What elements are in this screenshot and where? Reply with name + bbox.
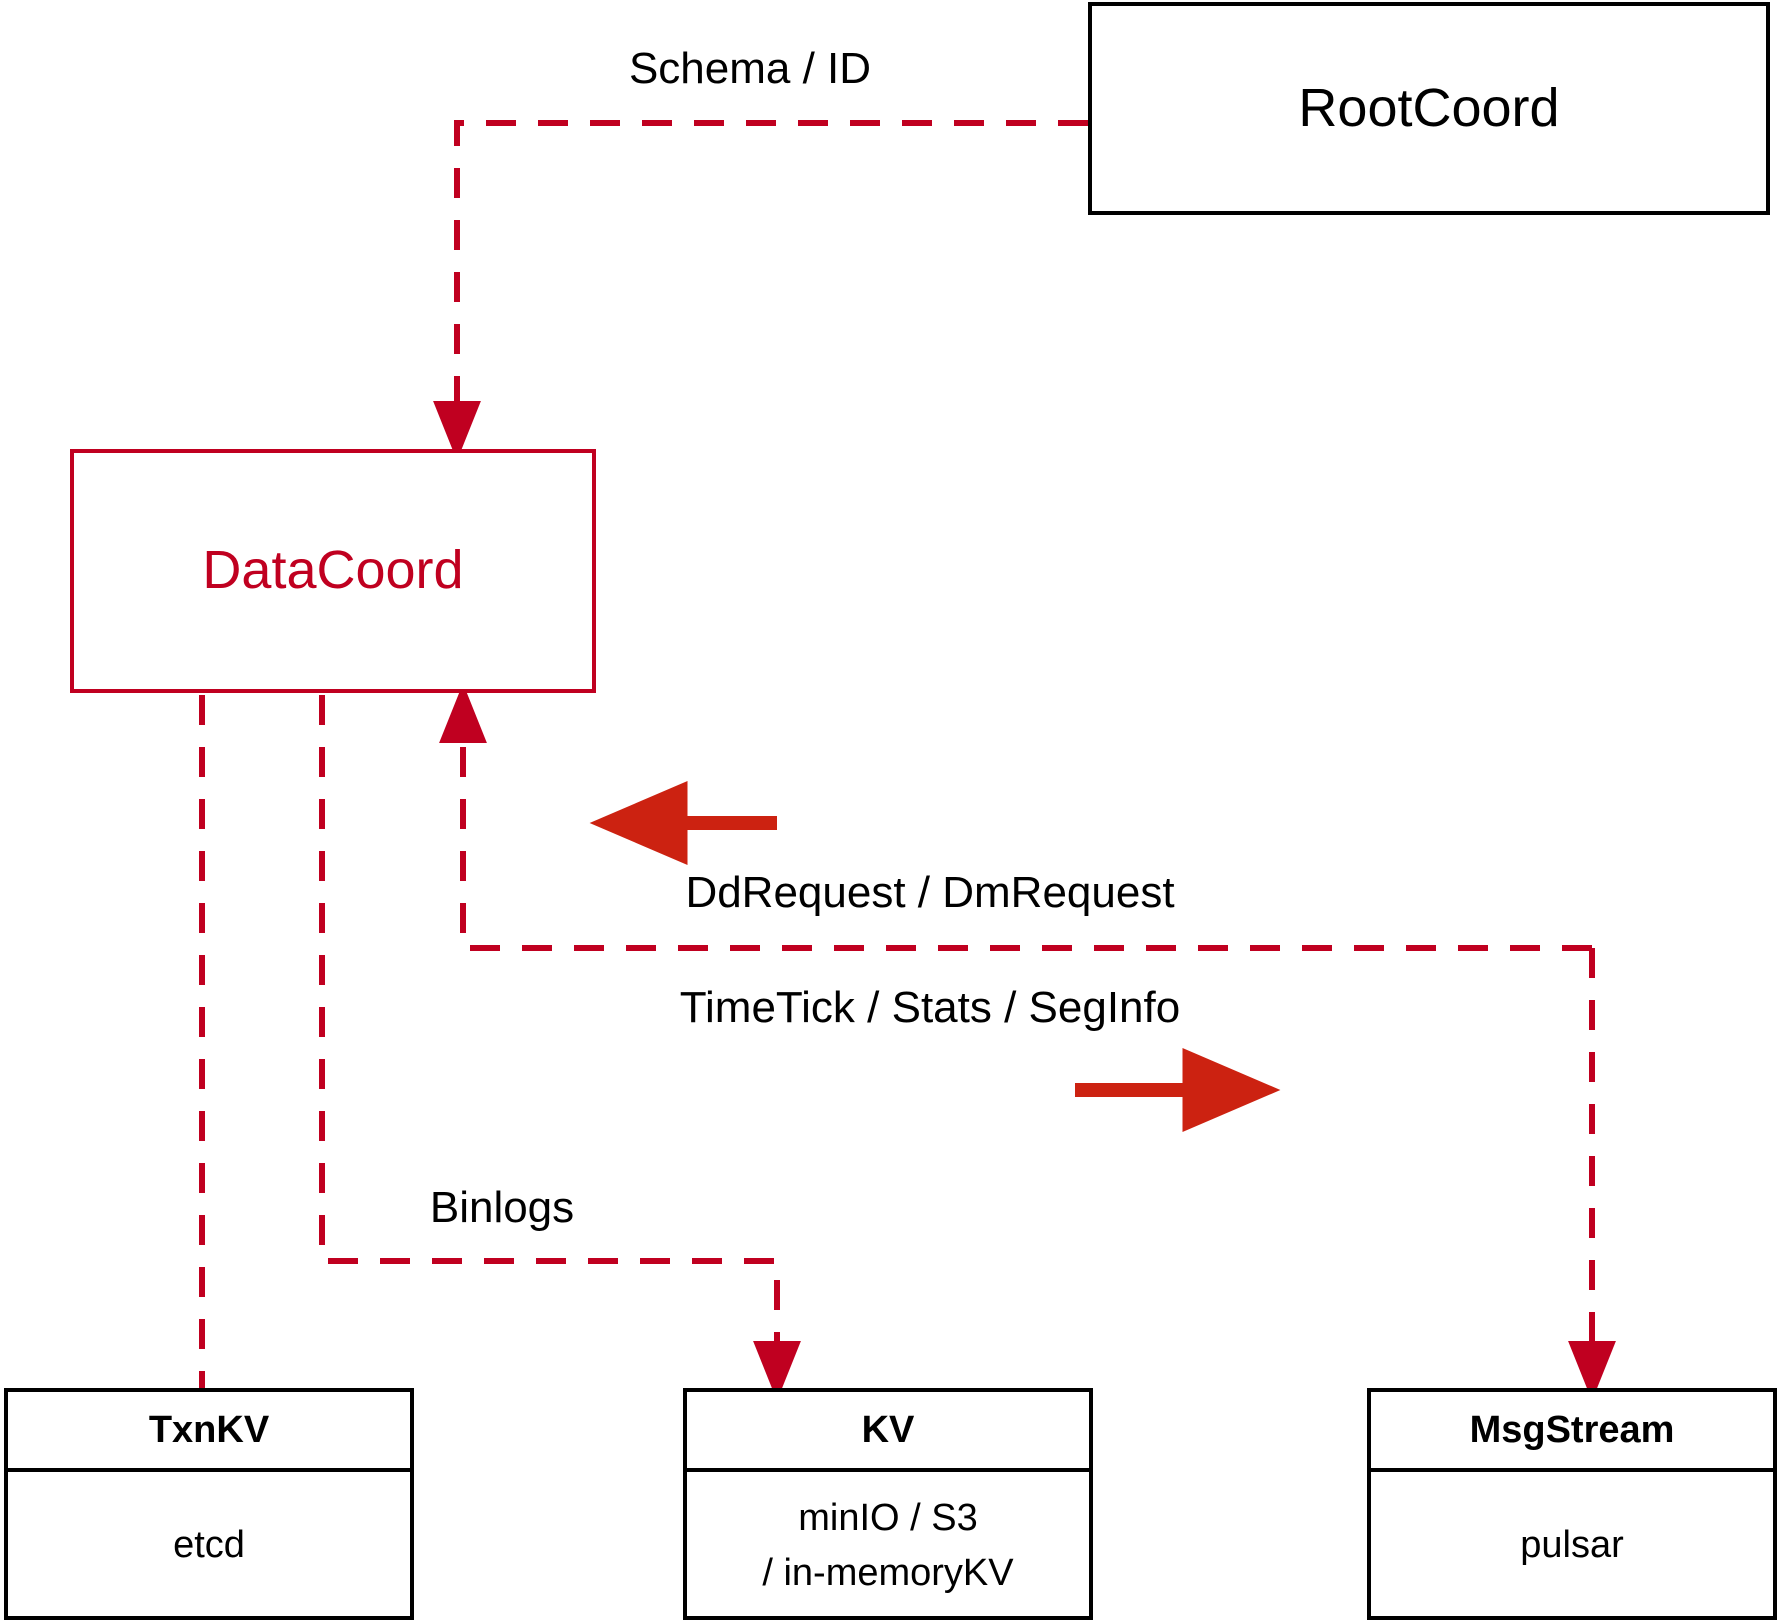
edge-label-binlogs: Binlogs <box>429 1183 575 1232</box>
edge-label-ddrequest-dmrequest: DdRequest / DmRequest <box>685 868 1175 917</box>
node-kv-body-line-2: / in-memoryKV <box>762 1552 1014 1594</box>
node-txnkv[interactable]: TxnKV etcd <box>4 1388 414 1620</box>
edge-label-schema-id: Schema / ID <box>628 44 872 93</box>
node-txnkv-header: TxnKV <box>8 1392 410 1472</box>
node-datacoord-label: DataCoord <box>202 540 464 601</box>
node-txnkv-body: etcd <box>173 1524 245 1567</box>
node-datacoord[interactable]: DataCoord <box>70 449 596 693</box>
edge-datacoord-to-kv <box>319 695 801 1401</box>
node-kv-body-line-1: minIO / S3 <box>798 1496 978 1539</box>
node-rootcoord-label: RootCoord <box>1298 77 1560 138</box>
edge-rootcoord-to-datacoord <box>433 120 1088 461</box>
node-kv-body: minIO / S3 / in-memoryKV <box>687 1472 1089 1620</box>
node-rootcoord[interactable]: RootCoord <box>1088 2 1770 215</box>
node-kv-header: KV <box>687 1392 1089 1472</box>
edge-label-timetick-stats-seginfo: TimeTick / Stats / SegInfo <box>679 983 1181 1032</box>
node-msgstream-body: pulsar <box>1520 1524 1624 1567</box>
node-msgstream[interactable]: MsgStream pulsar <box>1367 1388 1777 1620</box>
node-msgstream-header: MsgStream <box>1371 1392 1773 1472</box>
node-kv[interactable]: KV minIO / S3 / in-memoryKV <box>683 1388 1093 1620</box>
edge-msgstream-to-datacoord <box>439 683 1592 951</box>
